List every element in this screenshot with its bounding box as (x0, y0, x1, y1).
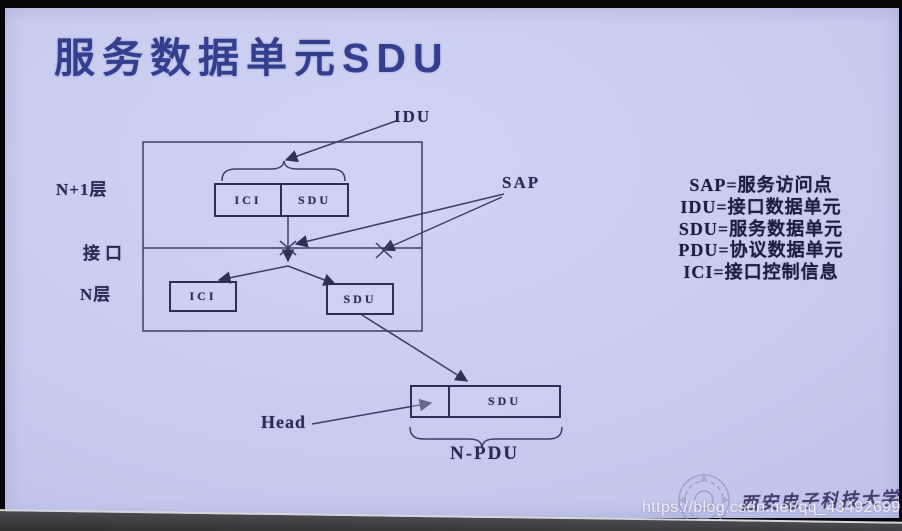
npdu-label: N-PDU (450, 443, 520, 464)
page-title: 服务数据单元SDU (54, 35, 450, 81)
npdu-head-cell (412, 387, 450, 416)
interface-label: 接口 (83, 244, 127, 263)
npdu-sdu-cell: SDU (487, 394, 521, 408)
idu-brace (221, 160, 346, 182)
sap-arrow-right (381, 196, 503, 252)
idu-box-sdu-cell: SDU (297, 192, 331, 207)
idu-box-ici-cell: ICI (216, 185, 282, 215)
legend-block: SAP=服务访问点 IDU=接口数据单元 SDU=服务数据单元 PDU=协议数据… (628, 175, 894, 284)
idu-arrow (284, 120, 397, 163)
layer-n-plus-1-label: N+1层 (56, 180, 108, 199)
sap-arrow-center (294, 193, 505, 248)
legend-line-idu: IDU=接口数据单元 (680, 196, 842, 217)
sdu-to-pdu-arrow (361, 314, 469, 382)
legend-line-sap: SAP=服务访问点 (689, 175, 833, 195)
npdu-box: SDU (410, 385, 561, 418)
cross-mark-right-2 (375, 242, 393, 259)
layer-n-label: N层 (80, 285, 112, 304)
slide-background (5, 8, 899, 518)
branch-arrow-right (287, 265, 337, 286)
layers-outer-rectangle (142, 141, 423, 332)
idu-box: ICI SDU (214, 183, 349, 217)
legend-line-pdu: PDU=协议数据单元 (678, 240, 844, 261)
cross-mark-center-2 (279, 240, 297, 256)
idu-label: IDU (394, 107, 432, 126)
npdu-brace (409, 426, 563, 448)
n-layer-sdu-label: SDU (343, 291, 377, 306)
legend-line-ici: ICI=接口控制信息 (683, 262, 839, 283)
legend-line-sdu: SDU=服务数据单元 (678, 218, 844, 239)
n-layer-sdu-box: SDU (326, 283, 394, 315)
n-layer-ici-box: ICI (169, 281, 237, 312)
n-layer-ici-label: ICI (189, 289, 217, 303)
head-label: Head (261, 412, 307, 432)
branch-arrow-left (217, 265, 289, 284)
university-seal-icon (678, 474, 730, 526)
watermark-url: https://blog.csdn.net/qq_43492699 (642, 499, 901, 516)
sap-label: SAP (502, 173, 541, 192)
